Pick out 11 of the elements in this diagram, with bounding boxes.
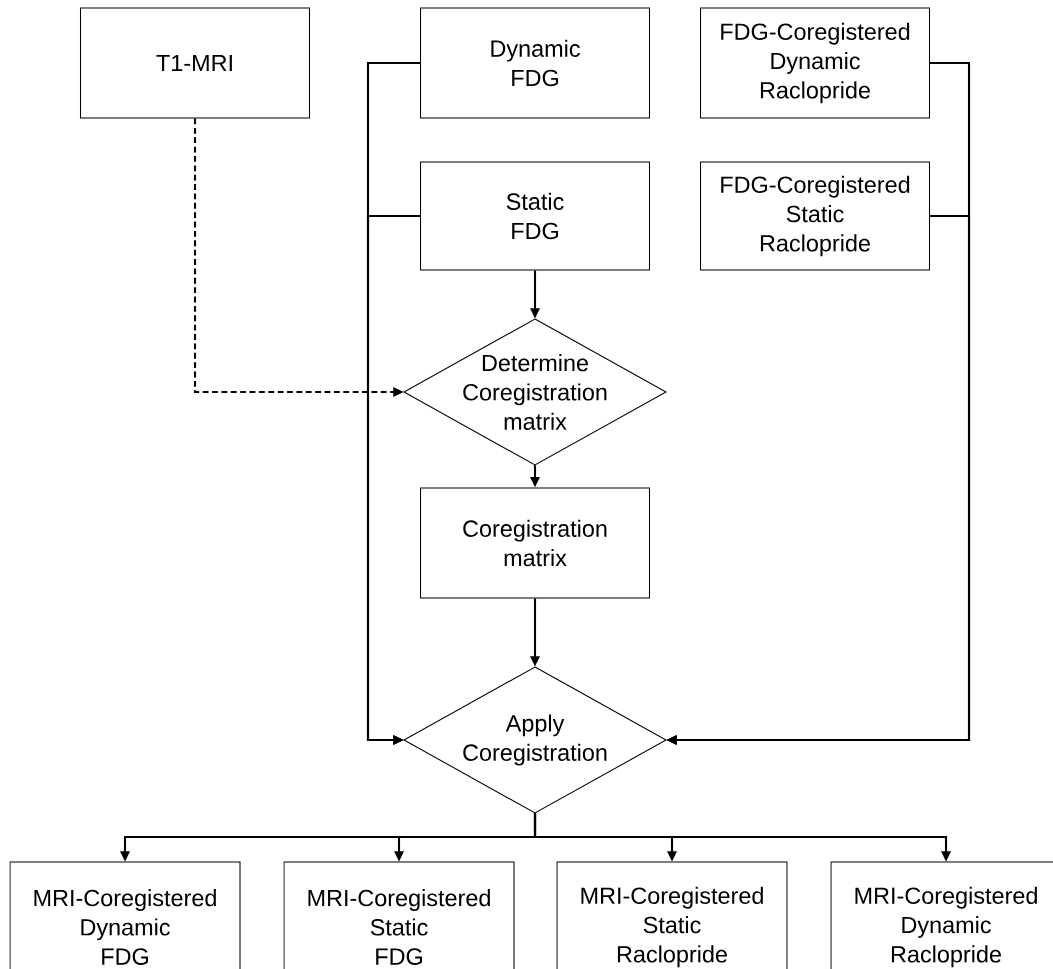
process-box: FDG-Coregistered Static Raclopride [700,161,931,271]
output-box: MRI-Coregistered Dynamic Raclopride [830,861,1053,969]
output-box: MRI-Coregistered Static Raclopride [556,861,788,969]
process-box: FDG-Coregistered Dynamic Raclopride [700,7,931,119]
process-box: Dynamic FDG [420,7,651,119]
arrow [366,214,420,745]
process-box: Coregistration matrix [420,487,651,599]
output-box: MRI-Coregistered Dynamic FDG [9,861,241,969]
output-box: MRI-Coregistered Static FDG [283,861,515,969]
process-box: T1-MRI [79,7,311,119]
process-box: Static FDG [420,161,651,271]
